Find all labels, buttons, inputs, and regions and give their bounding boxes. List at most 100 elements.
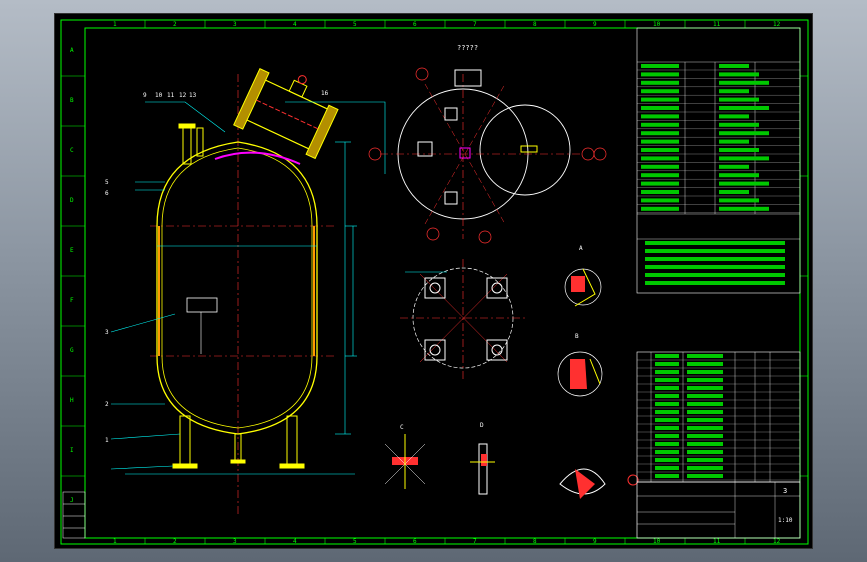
parts-row-text xyxy=(687,370,723,374)
vessel-side-view[interactable] xyxy=(110,58,386,514)
detail-view-d[interactable] xyxy=(470,443,495,495)
parts-row-text xyxy=(655,426,679,430)
row-label: A xyxy=(70,47,74,54)
spec-row-text xyxy=(641,206,679,211)
manhole-nozzle[interactable] xyxy=(233,58,345,162)
spec-row-text xyxy=(641,64,679,68)
part-number-label: 6 xyxy=(105,190,109,197)
parts-row-text xyxy=(655,434,679,438)
column-label: 7 xyxy=(473,21,477,28)
part-number-label: 3 xyxy=(105,329,109,336)
parts-row-text xyxy=(687,378,723,382)
spec-row-text xyxy=(719,164,749,169)
title-block[interactable]: 3 1:10 xyxy=(636,481,801,539)
spec-row-text xyxy=(719,80,769,85)
parts-row-text xyxy=(655,402,679,406)
top-view[interactable] xyxy=(368,67,607,244)
nozzle-table-row xyxy=(645,265,785,269)
detail-view-c[interactable] xyxy=(384,434,426,489)
sheet-number: 3 xyxy=(783,487,787,495)
spec-row-text xyxy=(719,181,769,186)
parts-row-text xyxy=(655,458,679,462)
column-label: 2 xyxy=(173,538,177,545)
spec-row-text xyxy=(641,89,679,94)
parts-row-text xyxy=(655,378,679,382)
row-label: I xyxy=(70,447,74,454)
spec-row-text xyxy=(641,122,679,127)
parts-list-table[interactable] xyxy=(636,351,801,483)
part-number-label: 13 xyxy=(189,92,197,99)
row-label: B xyxy=(70,97,74,104)
spec-row-text xyxy=(719,114,749,119)
parts-row-text xyxy=(655,354,679,358)
row-label: J xyxy=(70,497,74,504)
outer-frame xyxy=(60,19,809,545)
spec-row-text xyxy=(641,156,679,161)
leg-layout-view[interactable] xyxy=(400,259,525,379)
spec-row-text xyxy=(719,72,759,77)
davit-arm xyxy=(214,151,301,165)
column-label: 3 xyxy=(233,538,237,545)
technical-spec-table[interactable] xyxy=(636,27,801,294)
column-label: 12 xyxy=(773,538,781,545)
column-label: 10 xyxy=(653,538,661,545)
parts-row-text xyxy=(687,426,723,430)
row-label: D xyxy=(70,197,74,204)
nameplate[interactable] xyxy=(186,297,218,313)
detail-view-e[interactable] xyxy=(559,468,639,499)
parts-row-text xyxy=(687,450,723,454)
spec-row-text xyxy=(719,173,759,178)
spec-row-text xyxy=(641,131,679,136)
top-left-nozzle[interactable] xyxy=(178,123,204,165)
drawing-scale: 1:10 xyxy=(778,517,793,524)
parts-row-text xyxy=(687,458,723,462)
parts-row-text xyxy=(655,450,679,454)
nozzle-table-row xyxy=(645,273,785,277)
column-label: 8 xyxy=(533,538,537,545)
spec-row-text xyxy=(719,106,769,110)
column-label: 8 xyxy=(533,21,537,28)
row-label: G xyxy=(70,347,74,354)
spec-row-text xyxy=(719,190,749,194)
nozzle-table-row xyxy=(645,249,785,253)
top-view-title: ????? xyxy=(457,44,478,52)
part-number-label: 16 xyxy=(321,90,329,97)
parts-row-text xyxy=(655,418,679,422)
manhole-circle[interactable] xyxy=(479,104,571,196)
spec-table-rows xyxy=(637,64,800,285)
row-label: C xyxy=(70,147,74,154)
leg-pads[interactable] xyxy=(424,277,508,361)
spec-row-text xyxy=(719,198,759,203)
column-label: 7 xyxy=(473,538,477,545)
parts-row-text xyxy=(655,362,679,366)
spec-row-text xyxy=(719,156,769,161)
parts-row-text xyxy=(687,386,723,390)
column-label: 1 xyxy=(113,538,117,545)
detail-view-label: C xyxy=(400,424,404,431)
part-number-label: 9 xyxy=(143,92,147,99)
detail-view-b[interactable] xyxy=(557,351,603,397)
shell-outer-contour[interactable] xyxy=(156,141,318,435)
column-label: 5 xyxy=(353,538,357,545)
support-legs[interactable] xyxy=(172,415,305,469)
bottom-nozzle[interactable] xyxy=(230,433,246,464)
part-number-label: 12 xyxy=(179,92,187,99)
spec-row-text xyxy=(641,114,679,119)
detail-view-a[interactable] xyxy=(564,268,602,307)
nozzle-markers[interactable] xyxy=(417,107,538,205)
column-label: 4 xyxy=(293,21,297,28)
parts-row-text xyxy=(655,474,679,478)
spec-row-text xyxy=(719,97,759,102)
parts-row-text xyxy=(655,370,679,374)
parts-row-text xyxy=(655,466,679,470)
top-nozzle-outline[interactable] xyxy=(454,69,482,87)
spec-row-text xyxy=(641,190,679,194)
column-label: 3 xyxy=(233,21,237,28)
spec-row-text xyxy=(719,131,769,136)
